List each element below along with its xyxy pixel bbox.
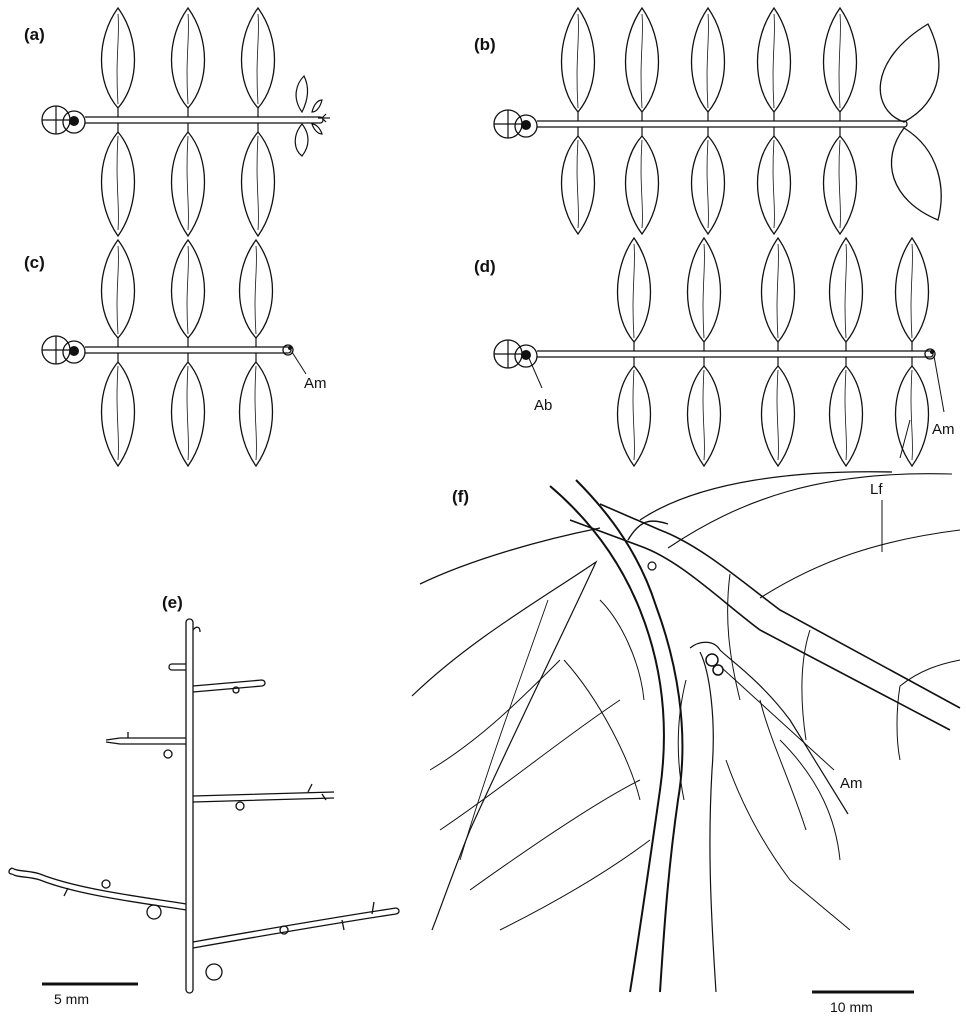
annotation-am-c: Am — [292, 352, 327, 392]
annotation-lf-f: Lf — [870, 481, 883, 552]
leaf-c-leaflet-upper-2-midrib — [255, 246, 256, 334]
leaf-c-leaflet-lower-1-midrib — [187, 366, 188, 460]
leaf-d-leaflet-lower-2-midrib — [777, 370, 778, 460]
apical-bud-leaflets-a — [295, 76, 330, 156]
panel-label-e: (e) — [162, 593, 183, 612]
leaf-b-rachis — [537, 121, 904, 127]
leaf-d-leaflet-lower-3-midrib — [845, 370, 846, 460]
scale-bar-e: 5 mm — [42, 984, 138, 1007]
leaf-d-apical-gland-dot — [930, 350, 934, 354]
leaf-d-leaflet-upper-1-midrib — [703, 244, 704, 338]
leaf-b-leaflet-lower-3-midrib — [773, 140, 774, 228]
leaf-c-apical-gland-dot — [288, 346, 292, 350]
leaf-a-leaflet-upper-2-midrib — [257, 14, 258, 104]
leaf-c-leaflet-upper-0-midrib — [117, 246, 118, 334]
scale-label-e: 5 mm — [54, 991, 89, 1007]
leaf-b-leaflet-lower-2-midrib — [707, 140, 708, 228]
leaf-d-rachis — [537, 351, 930, 357]
leaf-b-terminal-leaflet-upper — [880, 24, 939, 122]
leaf-a-pulvinus-dot — [69, 116, 79, 126]
label-am-c: Am — [304, 375, 327, 392]
leaf-b-leaflet-upper-2-midrib — [707, 14, 708, 108]
panel-label-a: (a) — [24, 25, 45, 44]
annotation-am-d: Am — [932, 356, 955, 438]
leaf-c-leaflet-lower-2-midrib — [255, 366, 256, 460]
panel-label-c: (c) — [24, 253, 45, 272]
label-ab-d: Ab — [534, 397, 552, 414]
leaf-c-leaflet-lower-0-midrib — [117, 366, 118, 460]
leaf-b-leaflet-upper-1-midrib — [641, 14, 642, 108]
leaf-b-pulvinus-dot — [521, 120, 531, 130]
label-am-f: Am — [840, 775, 863, 792]
leaf-d-leaflet-upper-2-midrib — [777, 244, 778, 338]
leaf-b-leaflet-upper-0-midrib — [577, 14, 578, 108]
pinnate-leaf-d — [494, 238, 935, 466]
leaf-c-leaflet-upper-1-midrib — [187, 246, 188, 334]
leaf-d-leaflet-upper-4-midrib — [911, 244, 912, 338]
leaf-a-leaflet-lower-1-midrib — [187, 136, 188, 230]
leaf-b-terminal-leaflet-lower — [891, 128, 941, 220]
leaf-b-leaflet-lower-1-midrib — [641, 140, 642, 228]
leaf-c-pulvinus-dot — [69, 346, 79, 356]
scale-bar-f: 10 mm — [812, 992, 914, 1015]
leaf-b-leaflet-upper-4-midrib — [839, 14, 840, 108]
panel-label-b: (b) — [474, 35, 496, 54]
pinnate-leaf-b — [494, 8, 941, 234]
leaf-d-leaflet-upper-3-midrib — [845, 244, 846, 338]
branch-e — [9, 619, 399, 993]
leaf-a-leaflet-lower-0-midrib — [117, 136, 118, 230]
label-lf-f: Lf — [870, 481, 883, 498]
pinnate-leaf-a — [42, 8, 323, 236]
leaf-a-leaflet-upper-1-midrib — [187, 14, 188, 104]
pinnate-leaf-c — [42, 240, 293, 466]
leaf-b-leaflet-upper-3-midrib — [773, 14, 774, 108]
leaf-d-leaflet-lower-0-midrib — [633, 370, 634, 460]
annotation-leaflet-d — [900, 420, 910, 458]
leaf-b-leaflet-lower-4-midrib — [839, 140, 840, 228]
scale-label-f: 10 mm — [830, 999, 873, 1015]
leaf-d-leaflet-lower-4-midrib — [911, 370, 912, 460]
leaf-b-leaflet-lower-0-midrib — [577, 140, 578, 228]
leaf-a-leaflet-lower-2-midrib — [257, 136, 258, 230]
panel-label-d: (d) — [474, 257, 496, 276]
enlarged-leaf-f — [412, 472, 960, 992]
annotation-ab-d: Ab — [528, 356, 552, 414]
leaf-a-rachis — [85, 117, 320, 123]
panel-label-f: (f) — [452, 487, 469, 506]
leaf-c-rachis — [85, 347, 288, 353]
leaf-d-leaflet-upper-0-midrib — [633, 244, 634, 338]
label-am-d: Am — [932, 421, 955, 438]
leaf-a-leaflet-upper-0-midrib — [117, 14, 118, 104]
annotation-am-f: Am — [722, 668, 863, 792]
leaf-d-leaflet-lower-1-midrib — [703, 370, 704, 460]
